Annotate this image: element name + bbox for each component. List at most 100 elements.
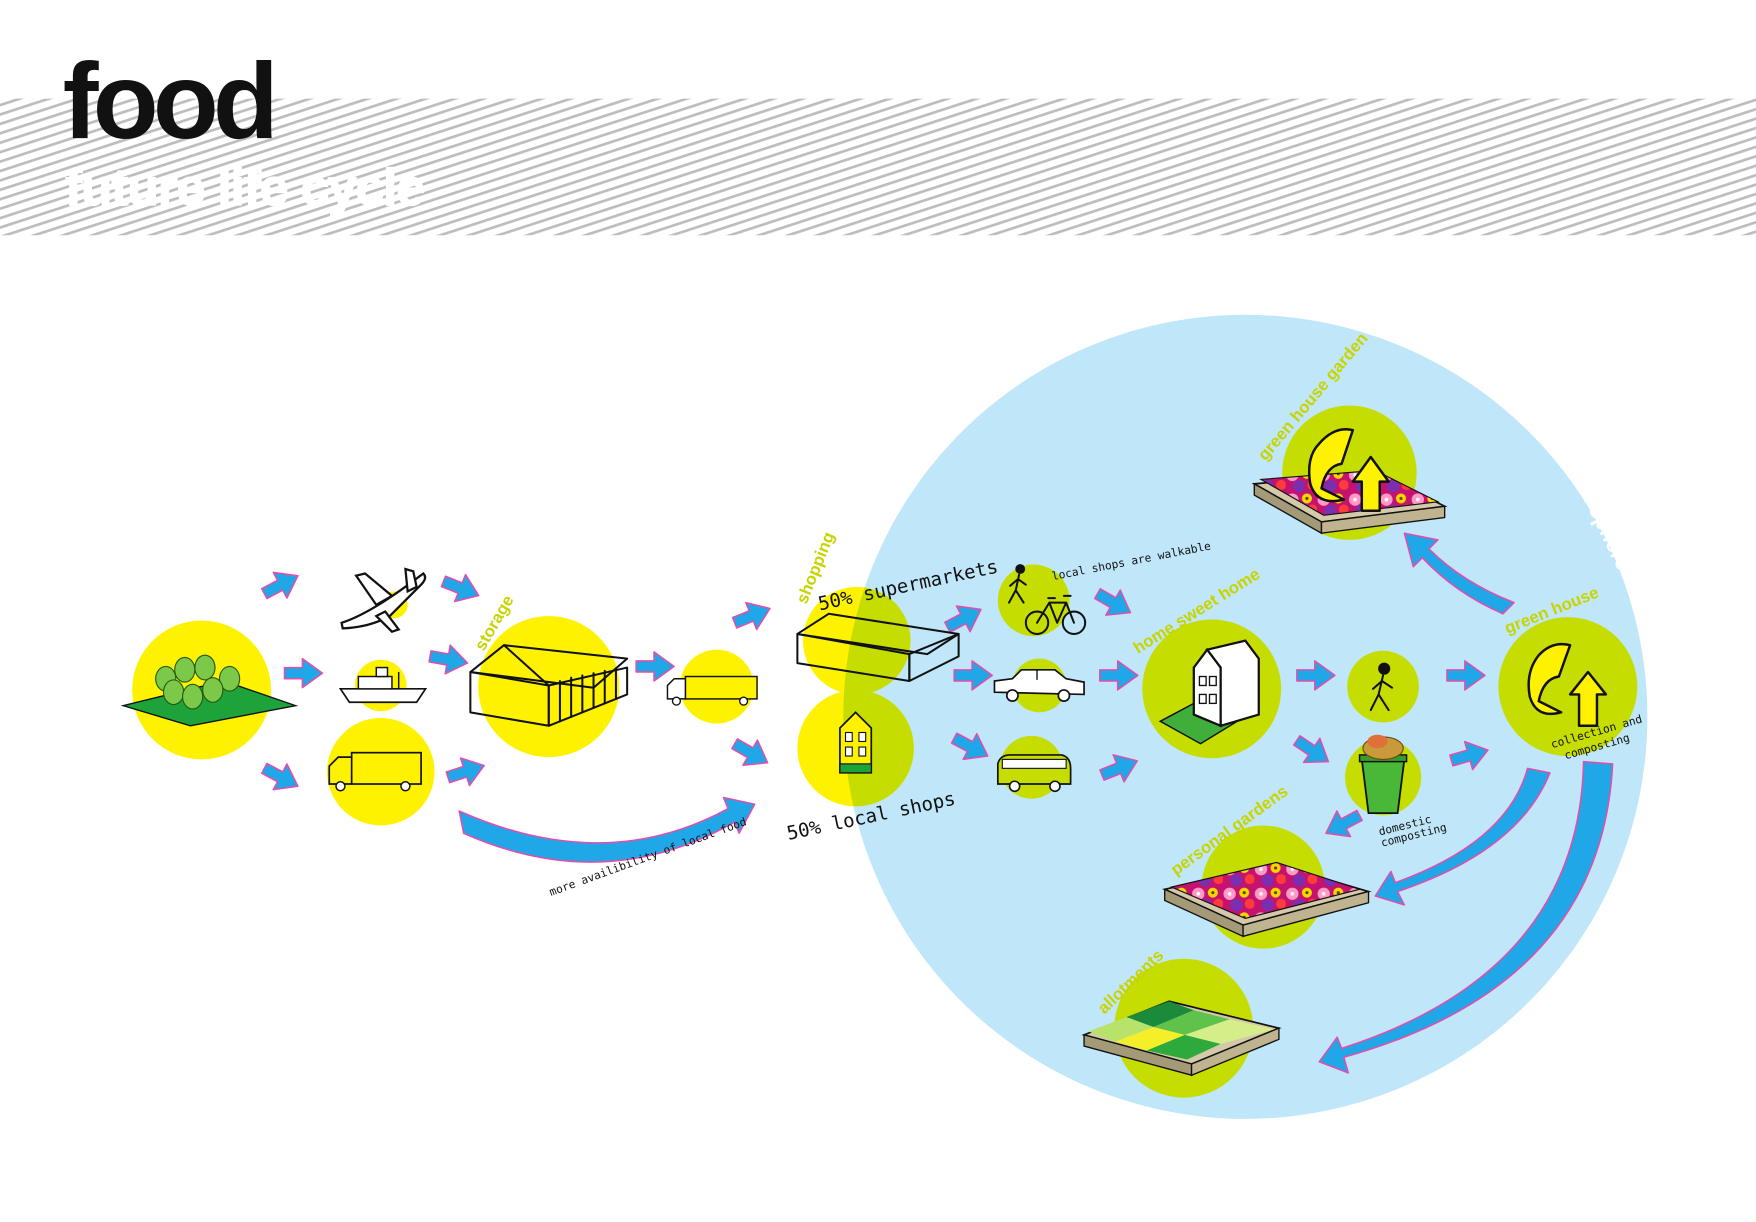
pedestrian-body [1008,573,1027,604]
flower-bed-surface [1169,861,1362,920]
flower-bed-front [1242,890,1370,938]
house-window [1198,693,1207,705]
page-subtitle: future life cycle [65,158,424,216]
recycle-icon-garden [1307,428,1390,513]
house-side [1205,639,1260,728]
forest-icon [120,654,299,727]
car-icon [993,668,1085,702]
truck-icon [328,751,422,792]
green-house-node [1498,617,1638,757]
van-icon [666,675,758,706]
ship-bridge [375,666,389,678]
pedestrian-icon-walkable [1008,564,1027,604]
pedestrian-head [1015,564,1026,574]
allotment-plot [1126,1001,1194,1028]
allotment-plot [1184,1019,1275,1044]
warehouse-roof [469,644,629,689]
allotment-icon [1081,1000,1282,1077]
flower-bed-front [1320,505,1446,534]
compost-bin [1360,758,1406,815]
arrow-ship-storage [426,641,471,679]
bicycle-wheel-rear [1061,610,1087,635]
local-shop-window [844,746,853,757]
local-shop-awning [839,763,872,774]
arrow-plane-storage [437,567,485,610]
supermarket-node-overlap [843,586,911,695]
warehouse-icon [469,644,629,727]
flower-bed-icon-greenhouse-garden [1251,469,1448,535]
tree [174,656,196,683]
house-window [1198,675,1207,687]
allotment-plot [1115,1027,1185,1051]
car-wheel-front [1005,689,1019,702]
allotment-plot [1146,1034,1221,1060]
van-cab [666,678,687,700]
allotment-front [1190,1027,1280,1077]
allotment-plot [1088,1016,1154,1042]
flower-bed-surface [1259,469,1440,516]
airplane-wing-bottom [374,610,401,633]
warehouse-ribs [558,667,617,723]
recycle-icon-greenhouse [1527,642,1608,728]
local-shop-window [844,731,853,743]
recycle-arrow-right [1568,670,1608,728]
van-wheel-front [671,696,682,706]
car-wheel-rear [1057,689,1071,702]
truck-cargo [350,751,422,785]
bicycle-frame [1036,594,1075,624]
bicycle-icon [1024,594,1087,635]
house-icon [1158,639,1260,745]
van-wheel-rear [739,696,749,706]
arrow-greenhouse-to-allotments [1318,760,1614,1074]
flower-bed-icon-personal [1162,861,1372,938]
pedestrian-body [1369,674,1394,712]
tree [181,683,204,710]
compost-scraps-top [1367,734,1388,749]
recycle-arrow-right [1351,455,1390,513]
recycle-arrow-left [1527,642,1572,716]
arrow-storage-van [635,651,675,682]
arrow-farm-ship [283,657,324,689]
compost-bin-icon [1358,734,1408,815]
truck-wheel-rear [400,781,411,792]
recycle-arrow-left [1307,428,1355,503]
tree [194,654,216,681]
warehouse-ridge [502,644,550,687]
pedestrian-icon [1369,662,1394,712]
arrow-local-food [458,796,756,863]
ship-cabin [357,675,393,690]
minibus-wheel-front [1008,780,1021,793]
minibus-wheel-rear [1049,780,1061,793]
airplane-wing-top [354,572,394,607]
car-body [993,668,1085,696]
ship-icon [338,666,428,704]
tree [202,677,224,703]
pedestrian-node [1347,650,1419,723]
tree [218,665,241,692]
house-window [1208,693,1217,705]
airplane-icon [340,567,427,633]
local-shop-window [858,746,867,757]
header-stripe-band [0,98,1756,236]
minibus-icon [996,754,1072,793]
tree [162,679,185,706]
page-title: food [63,41,273,161]
van-box [684,675,758,700]
arrow-farm-truck [256,754,306,800]
arrow-greenhouse-to-garden [1403,532,1515,615]
allotment-plot [1153,1010,1230,1035]
airplane-tail [404,567,418,594]
house-window [1208,675,1217,687]
arrow-greenhouse-to-personal [1374,767,1551,906]
arrow-farm-plane [256,562,306,608]
forest-trees [155,654,241,710]
supermarket-icon [796,612,960,683]
arrow-van-supermarket [728,594,777,637]
bicycle-wheel-front [1024,610,1050,635]
truck-wheel-front [335,781,346,792]
ship-hull [338,687,428,704]
warehouse-side [547,666,629,727]
arrow-van-localshop [726,730,776,777]
local-shop-window [858,731,867,743]
